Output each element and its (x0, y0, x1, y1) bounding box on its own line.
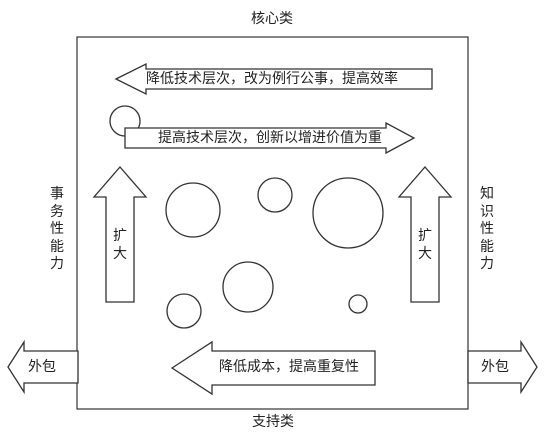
up-arrow-left (92, 166, 148, 303)
up-arrow-right (397, 166, 453, 303)
top-label: 核心类 (251, 11, 293, 27)
left-arrow-efficiency (114, 62, 433, 96)
left-arrow-cost (170, 340, 376, 396)
right-arrow-innovation (124, 121, 416, 155)
up-arrow-right-label: 扩大 (418, 228, 432, 262)
up-arrow-left-label: 扩大 (113, 228, 127, 262)
left-side-label: 事务性能力 (50, 186, 64, 272)
capability-circle (165, 182, 221, 238)
outsource-left-label: 外包 (28, 359, 56, 375)
arrow-label-efficiency: 降低技术层次，改为例行公事，提高效率 (146, 71, 398, 87)
matrix-frame (76, 36, 469, 410)
arrow-label-innovation: 提高技术层次，创新以增进价值为重 (158, 130, 382, 146)
outsource-right-label: 外包 (481, 359, 509, 375)
bottom-label: 支持类 (252, 414, 294, 430)
outsource-arrow-right (467, 339, 538, 395)
arrow-label-cost: 降低成本，提高重复性 (219, 359, 359, 375)
outsource-arrow-left (7, 339, 79, 395)
right-side-label: 知识性能力 (480, 186, 494, 272)
capability-circle (348, 294, 368, 314)
capability-circle (257, 177, 293, 213)
capability-circle (222, 261, 274, 313)
capability-circle (312, 177, 384, 249)
capability-circle (166, 293, 202, 329)
